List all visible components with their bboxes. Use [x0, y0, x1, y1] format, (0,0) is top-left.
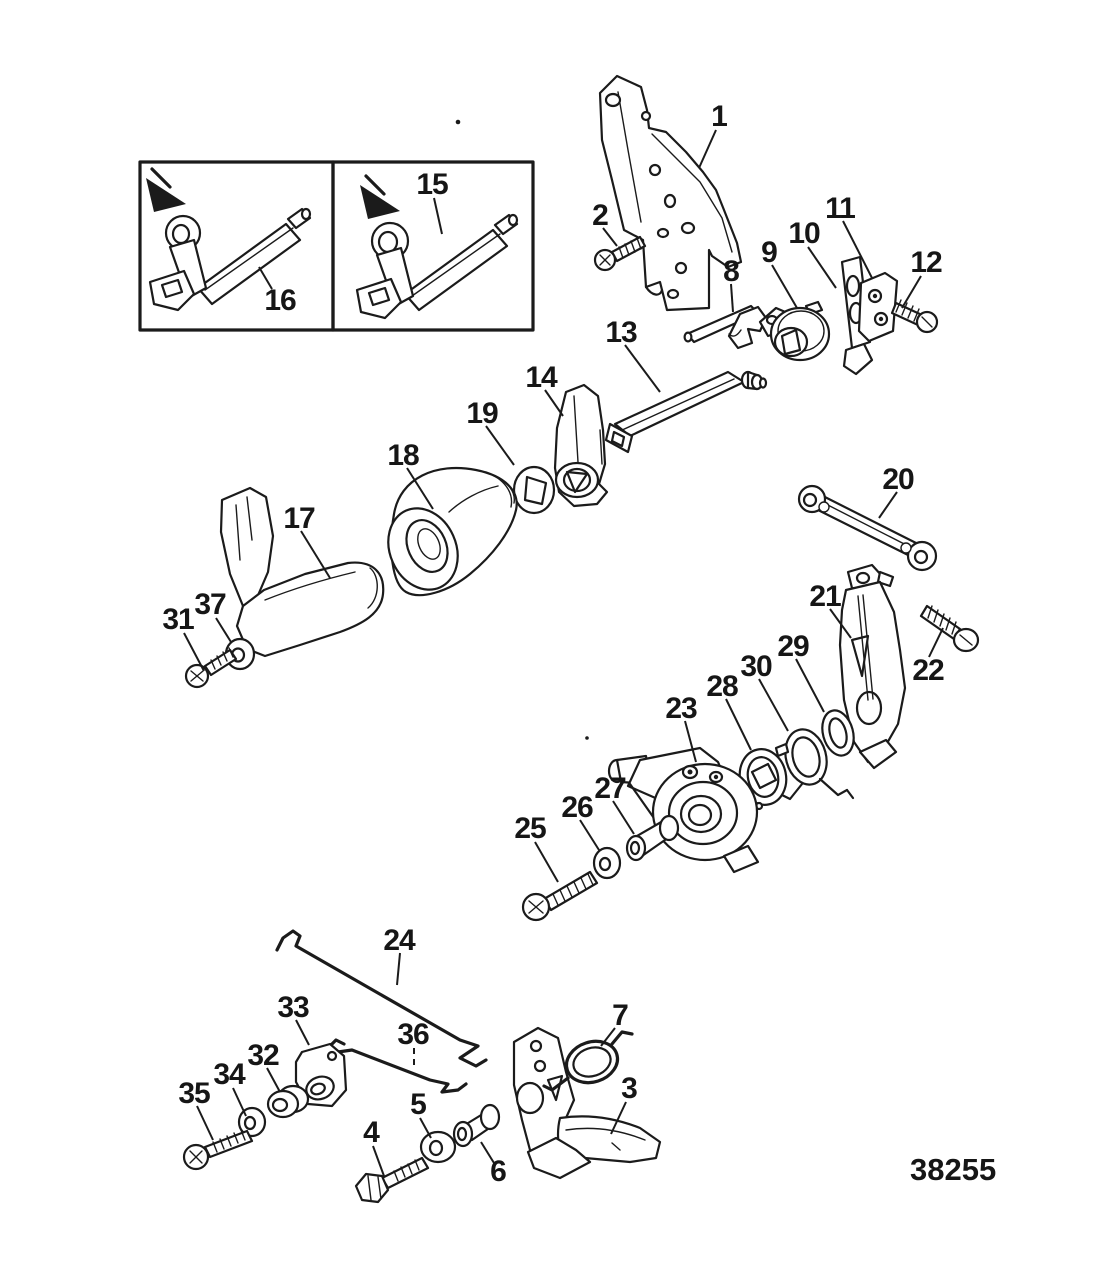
part-2-screw — [593, 235, 647, 272]
callout-26: 26 — [561, 791, 593, 824]
callout-5: 5 — [410, 1088, 426, 1121]
pointer-arrow-icon — [146, 178, 186, 212]
callout-11: 11 — [825, 192, 855, 225]
part-9-swivel-housing — [758, 300, 831, 362]
callout-24: 24 — [383, 924, 416, 957]
callout-numbers: 1 2 3 4 5 6 7 8 9 10 11 12 13 14 15 16 1… — [162, 100, 945, 1188]
callout-32: 32 — [247, 1039, 279, 1072]
inset-box-2 — [331, 160, 535, 332]
callout-18: 18 — [387, 439, 419, 472]
callout-2: 2 — [592, 199, 608, 232]
callout-1: 1 — [711, 100, 727, 133]
part-4-bolt — [354, 1156, 430, 1204]
pointer-arrow-icon — [360, 185, 400, 219]
part-35-screw — [182, 1129, 254, 1171]
part-17-shift-handle — [219, 486, 385, 658]
part-25-screw — [521, 870, 599, 922]
callout-3: 3 — [621, 1072, 637, 1105]
callout-19: 19 — [466, 397, 498, 430]
callout-28: 28 — [706, 670, 738, 703]
part-24-wire-link — [275, 929, 488, 1068]
part-3-cam-bracket — [512, 1026, 662, 1180]
callout-36: 36 — [397, 1018, 429, 1051]
print-dot — [585, 736, 589, 740]
callout-10: 10 — [788, 217, 820, 250]
part-27-spacer — [625, 814, 680, 862]
part-33-pivot-block — [294, 1042, 348, 1108]
callout-35: 35 — [178, 1077, 210, 1110]
callout-17: 17 — [283, 502, 315, 535]
callout-31: 31 — [162, 603, 194, 636]
part-8-shift-fork — [683, 304, 768, 350]
callout-6: 6 — [490, 1155, 506, 1188]
part-19-seal-ring — [512, 465, 556, 515]
part-31-screw — [184, 647, 238, 689]
callout-7: 7 — [612, 999, 628, 1032]
callout-29: 29 — [777, 630, 809, 663]
callout-33: 33 — [277, 991, 309, 1024]
part-30-clamp-ring — [780, 728, 855, 801]
callout-37: 37 — [194, 588, 226, 621]
part-14-lever — [553, 383, 609, 508]
part-6-spacer — [452, 1103, 501, 1148]
callout-15: 15 — [416, 168, 448, 201]
part-21-anchor-bracket — [838, 563, 907, 770]
part-7-spring — [542, 1030, 634, 1092]
callout-14: 14 — [525, 361, 558, 394]
part-5-washer — [419, 1130, 457, 1164]
callout-16: 16 — [264, 284, 296, 317]
part-12-screw — [890, 299, 939, 334]
callout-34: 34 — [213, 1058, 246, 1091]
inset-box-1 — [138, 160, 335, 332]
part-32-bushing — [266, 1084, 310, 1119]
callout-22: 22 — [912, 654, 944, 687]
part-22-screw — [919, 604, 980, 653]
part-18-bell-housing — [387, 466, 518, 597]
leader-lines — [183, 129, 944, 1177]
part-26-washer — [592, 846, 622, 880]
part-37-washer — [224, 637, 256, 671]
callout-23: 23 — [665, 692, 697, 725]
callout-25: 25 — [514, 812, 546, 845]
callout-20: 20 — [882, 463, 914, 496]
callout-12: 12 — [910, 246, 942, 279]
callout-13: 13 — [605, 316, 637, 349]
print-dot — [455, 119, 461, 125]
part-23-cam-plate — [607, 746, 778, 874]
callout-9: 9 — [761, 236, 777, 269]
drawing-number: 38255 — [910, 1152, 996, 1187]
part-20-link — [797, 484, 938, 572]
part-11-plate — [857, 271, 899, 343]
part-13-pivot-rod — [604, 370, 768, 454]
callout-21: 21 — [809, 580, 841, 613]
callout-30: 30 — [740, 650, 772, 683]
callout-4: 4 — [363, 1116, 380, 1149]
part-29-o-ring — [821, 709, 855, 757]
part-36-wire-link — [328, 1038, 468, 1094]
callout-27: 27 — [594, 772, 626, 805]
callout-8: 8 — [723, 255, 739, 288]
